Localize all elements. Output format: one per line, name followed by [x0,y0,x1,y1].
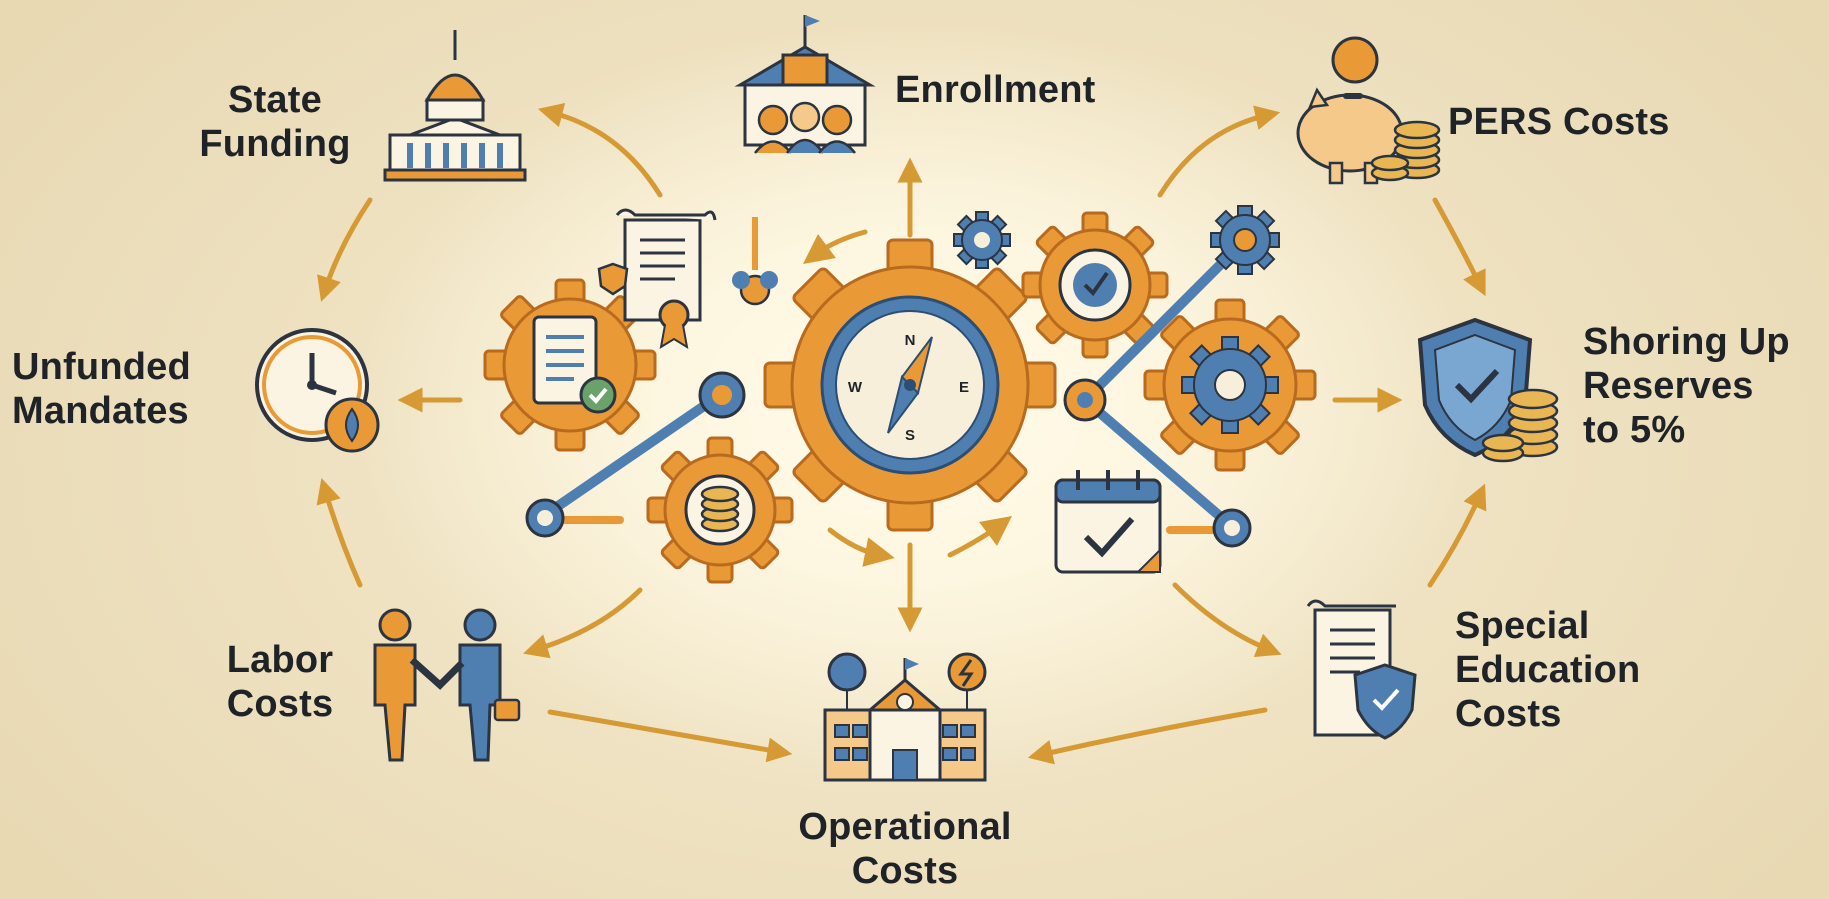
node-label-shoring-up-reserves: Shoring Up Reserves to 5% [1583,321,1790,451]
node-label-state-funding: State Funding [199,79,351,165]
piggy-bank-icon [1296,36,1441,185]
coins-gear-icon [646,436,794,584]
capitol-icon [383,30,527,182]
cycle-arrows [316,103,1487,765]
calendar-check-icon [1054,470,1162,574]
document-shield-icon [1306,599,1417,740]
node-label-labor-costs: Labor Costs [226,639,334,725]
handshake-icon [373,608,521,762]
small-shield-icon [597,262,629,296]
compass-south-label: S [905,427,915,444]
school-building-icon [823,652,987,782]
node-label-operational-costs: Operational Costs [798,806,1012,892]
compass-west-label: W [848,379,863,396]
school-students-icon [734,15,876,154]
node-label-enrollment: Enrollment [895,69,1096,111]
document-gear-icon [483,278,657,452]
compass-gear-icon: N S E W [763,238,1057,532]
gauge-gear-icon [1021,211,1169,359]
small-gear-icon [953,211,1011,269]
shield-coins-icon [1417,317,1559,463]
compass-east-label: E [959,379,969,396]
clock-icon [255,328,380,453]
node-label-special-education-costs: Special Education Costs [1455,605,1641,735]
linkage-rod-left [525,371,746,538]
linkage-rod-right [1063,205,1280,548]
node-label-unfunded-mandates: Unfunded Mandates [12,346,191,432]
compass-north-label: N [905,332,916,349]
blue-hub-gear-icon [1143,298,1317,472]
pin-marker-icon [732,217,778,306]
certificate-scroll-icon [615,208,717,350]
node-label-pers-costs: PERS Costs [1448,101,1670,143]
